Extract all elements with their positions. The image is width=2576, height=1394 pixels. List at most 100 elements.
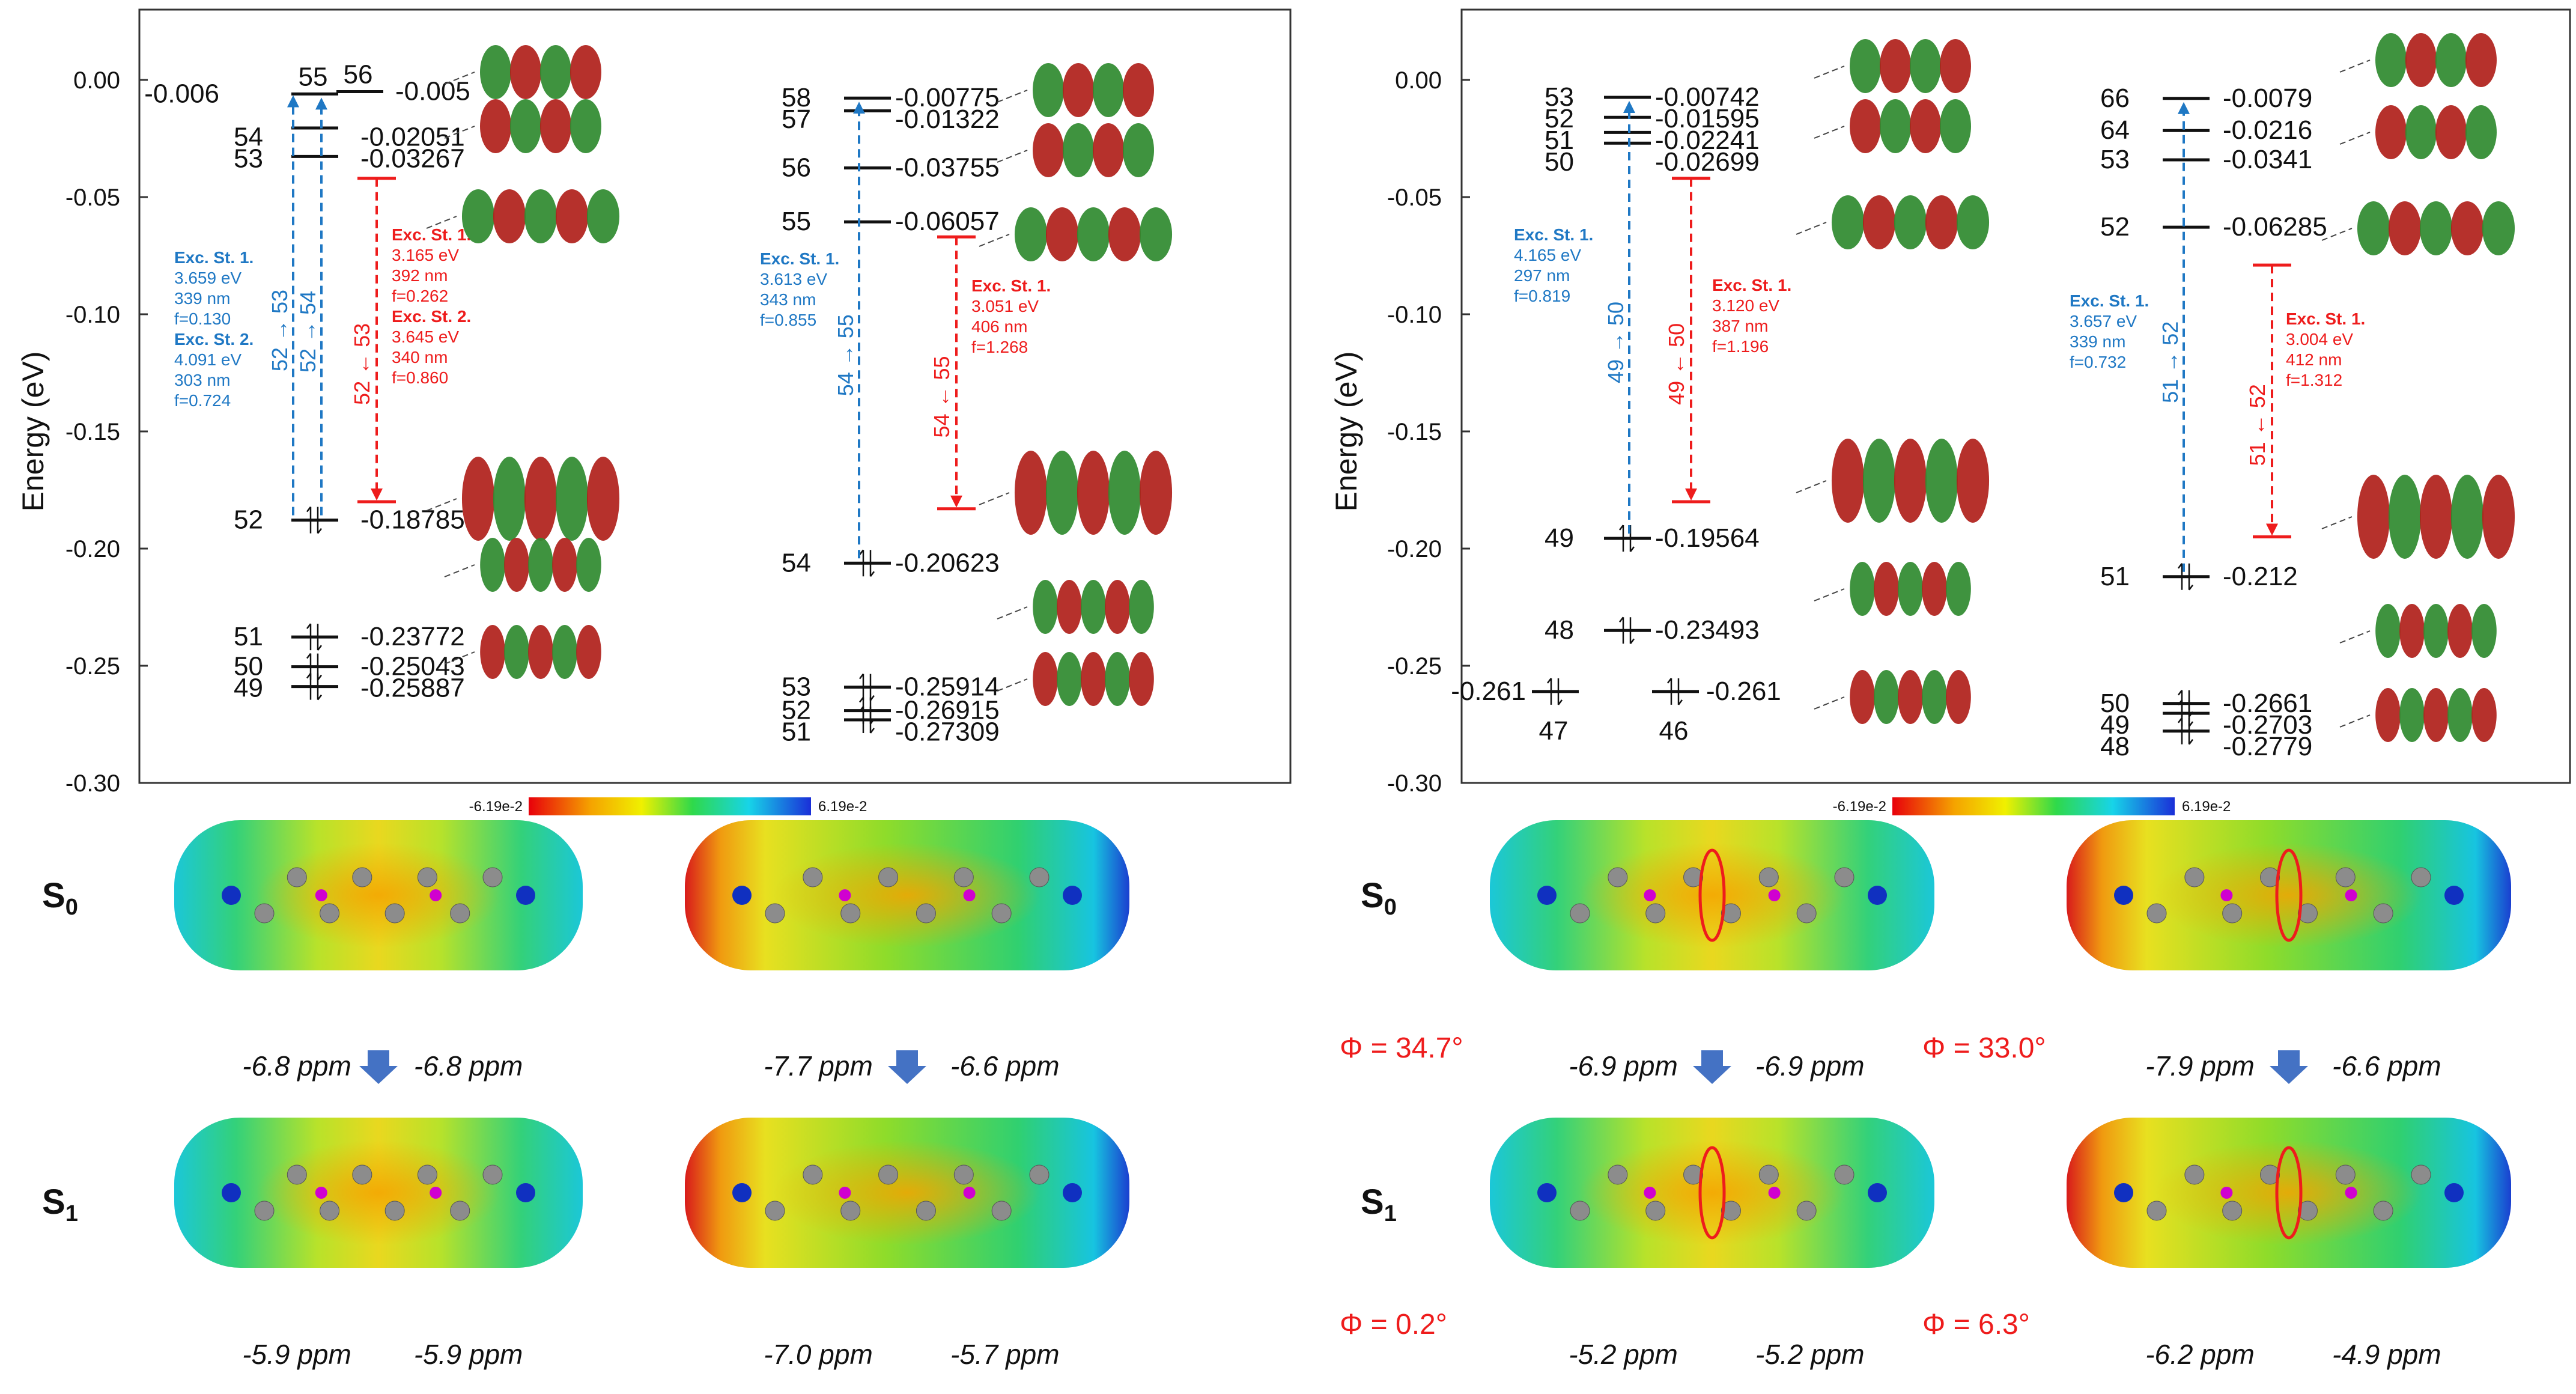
lobe: [2447, 604, 2473, 658]
carbon-atom: [2411, 867, 2431, 887]
emission-info: f=0.860: [392, 368, 448, 387]
esp-core: [1579, 842, 1845, 948]
absorption-info: 303 nm: [174, 371, 230, 389]
carbon-atom: [417, 1164, 437, 1185]
lobe: [1946, 670, 1971, 724]
lobe: [1081, 652, 1106, 706]
carbon-atom: [254, 1201, 275, 1221]
orbital-isosurface-image: [444, 538, 601, 592]
absorption-label: 54 → 55: [833, 314, 858, 396]
leader-line: [1814, 696, 1845, 710]
orbital-isosurface-image: [2321, 475, 2515, 559]
lobe: [1063, 123, 1094, 177]
nitrogen-atom: [732, 1183, 752, 1202]
carbon-atom: [840, 903, 861, 924]
absorption-info: 343 nm: [760, 290, 816, 309]
orbital-energy: -0.19564: [1655, 523, 1760, 553]
leader-line: [1814, 65, 1845, 79]
nitrogen-atom: [516, 886, 535, 905]
nitrogen-atom: [2114, 1183, 2133, 1202]
emission-info: Exc. St. 1.: [971, 276, 1051, 295]
orbital-column-2: 58-0.0077557-0.0132256-0.0375555-0.06057…: [760, 83, 1051, 746]
ring-center-marker: [2345, 1187, 2357, 1199]
orbital-energy: -0.03267: [360, 144, 465, 173]
lobe: [1880, 39, 1911, 93]
orbital-energy: -0.0079: [2223, 84, 2312, 113]
lobe: [1898, 562, 1923, 616]
orbital-isosurface-image: [2339, 105, 2497, 159]
lobe: [461, 457, 495, 541]
torsion-angle-label: Φ = 34.7°: [1340, 1032, 1463, 1064]
lobe: [2375, 105, 2407, 159]
carbon-atom: [916, 903, 936, 924]
orbital-isosurface-image: [1814, 99, 1971, 153]
orbital-isosurface-image: [444, 99, 601, 153]
colorbar: [529, 797, 811, 815]
orbital-isosurface-image: [997, 63, 1154, 117]
orbital-energy: -0.27309: [895, 717, 1000, 747]
orbital-energy: -0.25043: [360, 652, 465, 681]
ring-center-marker: [315, 1187, 327, 1199]
lobe: [528, 538, 553, 592]
lobe: [1077, 451, 1110, 535]
lobe: [1057, 652, 1082, 706]
carbon-atom: [2260, 1164, 2280, 1185]
absorption-info: 3.659 eV: [174, 269, 242, 287]
emission-label: 51 ← 52: [2245, 384, 2270, 466]
carbon-atom: [287, 1164, 307, 1185]
ring-center-marker: [315, 889, 327, 901]
colorbar-max-label: 6.19e-2: [2182, 799, 2231, 815]
lobe: [1045, 207, 1079, 261]
absorption-info: Exc. St. 1.: [760, 249, 839, 268]
carbon-atom: [991, 1201, 1012, 1221]
carbon-atom: [2146, 903, 2167, 924]
lobe: [1894, 439, 1927, 523]
spin-down-arrow: [1557, 678, 1563, 705]
absorption-label: 52 → 54: [296, 291, 320, 373]
lobe: [2450, 201, 2484, 255]
state-label: S1: [42, 1182, 78, 1226]
orbital-isosurface-image: [444, 45, 601, 99]
lobe: [576, 538, 601, 592]
orbital-column-1: 55-0.00656-0.00554-0.0205153-0.0326752-0…: [144, 60, 471, 703]
y-tick-label: 0.00: [1395, 67, 1442, 94]
orbital-energy: -0.261: [1706, 677, 1781, 706]
lobe: [1093, 63, 1124, 117]
emission-label: 52 ← 53: [350, 323, 374, 405]
nitrogen-atom: [1868, 1183, 1887, 1202]
orbital-number: 47: [1539, 716, 1569, 746]
lobe: [2375, 688, 2401, 742]
orbital-energy: -0.261: [1451, 677, 1526, 706]
orbital-isosurface-image: [997, 580, 1154, 634]
nitrogen-atom: [1868, 886, 1887, 905]
esp-molecule-map: [685, 820, 1129, 970]
lobe: [1123, 123, 1154, 177]
lobe: [2465, 105, 2497, 159]
lobe: [540, 99, 571, 153]
lobe: [1862, 195, 1896, 249]
lobe: [1940, 39, 1971, 93]
orbital-energy: -0.0341: [2223, 145, 2312, 174]
lobe: [524, 457, 557, 541]
carbon-atom: [2184, 867, 2205, 887]
carbon-atom: [1608, 867, 1628, 887]
orbital-number: 53: [782, 672, 811, 702]
colorbar-min-label: -6.19e-2: [469, 799, 523, 815]
down-arrow-icon: [888, 1050, 926, 1084]
orbital-energy: -0.00775: [895, 83, 1000, 112]
lobe: [2419, 475, 2453, 559]
ring-center-marker: [839, 1187, 851, 1199]
emission-label: 49 ← 50: [1664, 323, 1689, 405]
nics-value: -6.8 ppm: [414, 1050, 523, 1082]
carbon-atom: [2373, 1201, 2393, 1221]
orbital-isosurface-image: [426, 457, 620, 541]
lobe: [493, 189, 526, 243]
nitrogen-atom: [1537, 1183, 1557, 1202]
orbital-number: 54: [782, 548, 811, 577]
orbital-number: 51: [782, 717, 811, 747]
absorption-info: 4.091 eV: [174, 350, 242, 369]
spin-up-arrow: [859, 706, 864, 734]
orbital-isosurface-image: [979, 207, 1173, 261]
y-tick-label: -0.20: [65, 536, 120, 562]
lobe: [504, 538, 529, 592]
